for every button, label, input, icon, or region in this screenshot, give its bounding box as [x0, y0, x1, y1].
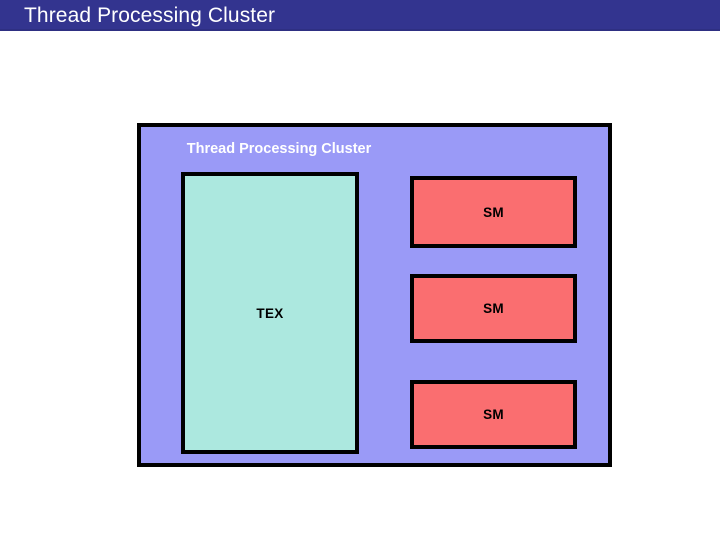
- streaming-multiprocessor-label-1: SM: [483, 204, 504, 220]
- slide-title-bar: Thread Processing Cluster: [0, 0, 720, 31]
- streaming-multiprocessor-box-1: SM: [410, 176, 577, 248]
- thread-processing-cluster-box: Thread Processing Cluster TEX SM SM SM: [137, 123, 612, 467]
- page-title: Thread Processing Cluster: [24, 4, 276, 27]
- diagram-canvas: Thread Processing Cluster TEX SM SM SM: [0, 31, 720, 540]
- streaming-multiprocessor-label-3: SM: [483, 407, 504, 422]
- title-bar-underline: [0, 29, 720, 31]
- streaming-multiprocessor-box-3: SM: [410, 380, 577, 449]
- streaming-multiprocessor-label-2: SM: [483, 301, 504, 316]
- cluster-label: Thread Processing Cluster: [186, 141, 372, 157]
- streaming-multiprocessor-box-2: SM: [410, 274, 577, 343]
- texture-unit-box: TEX: [181, 172, 359, 454]
- texture-unit-label: TEX: [256, 305, 284, 321]
